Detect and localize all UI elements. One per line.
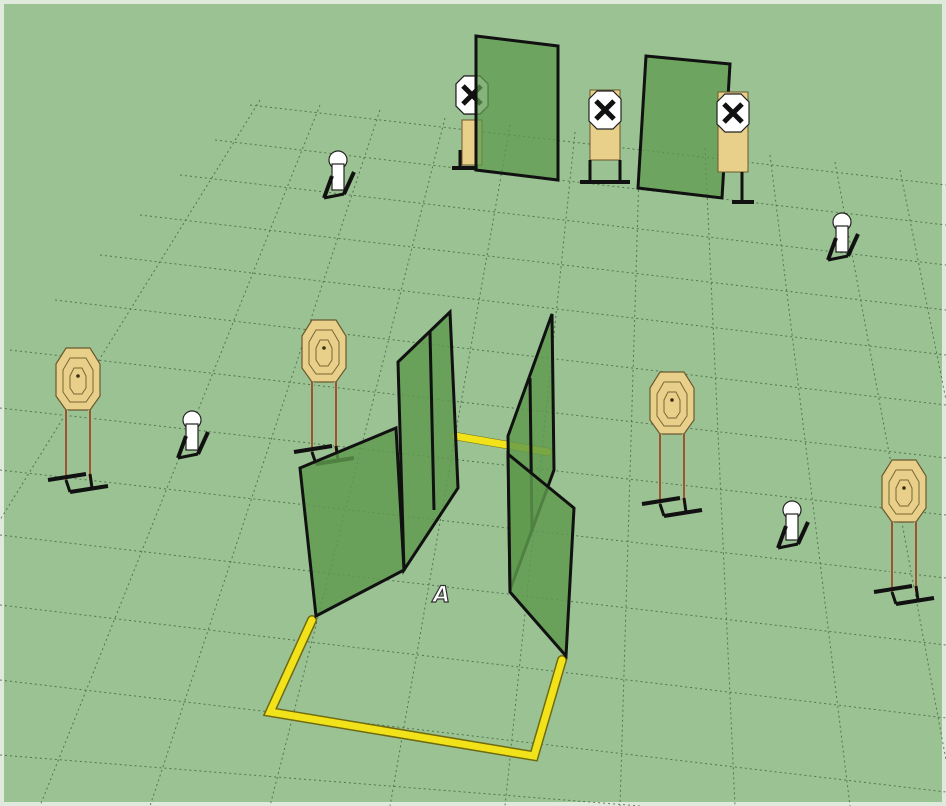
bay-label: A [431, 583, 450, 608]
back-wall-left [476, 36, 558, 180]
back-wall-right [638, 56, 730, 198]
